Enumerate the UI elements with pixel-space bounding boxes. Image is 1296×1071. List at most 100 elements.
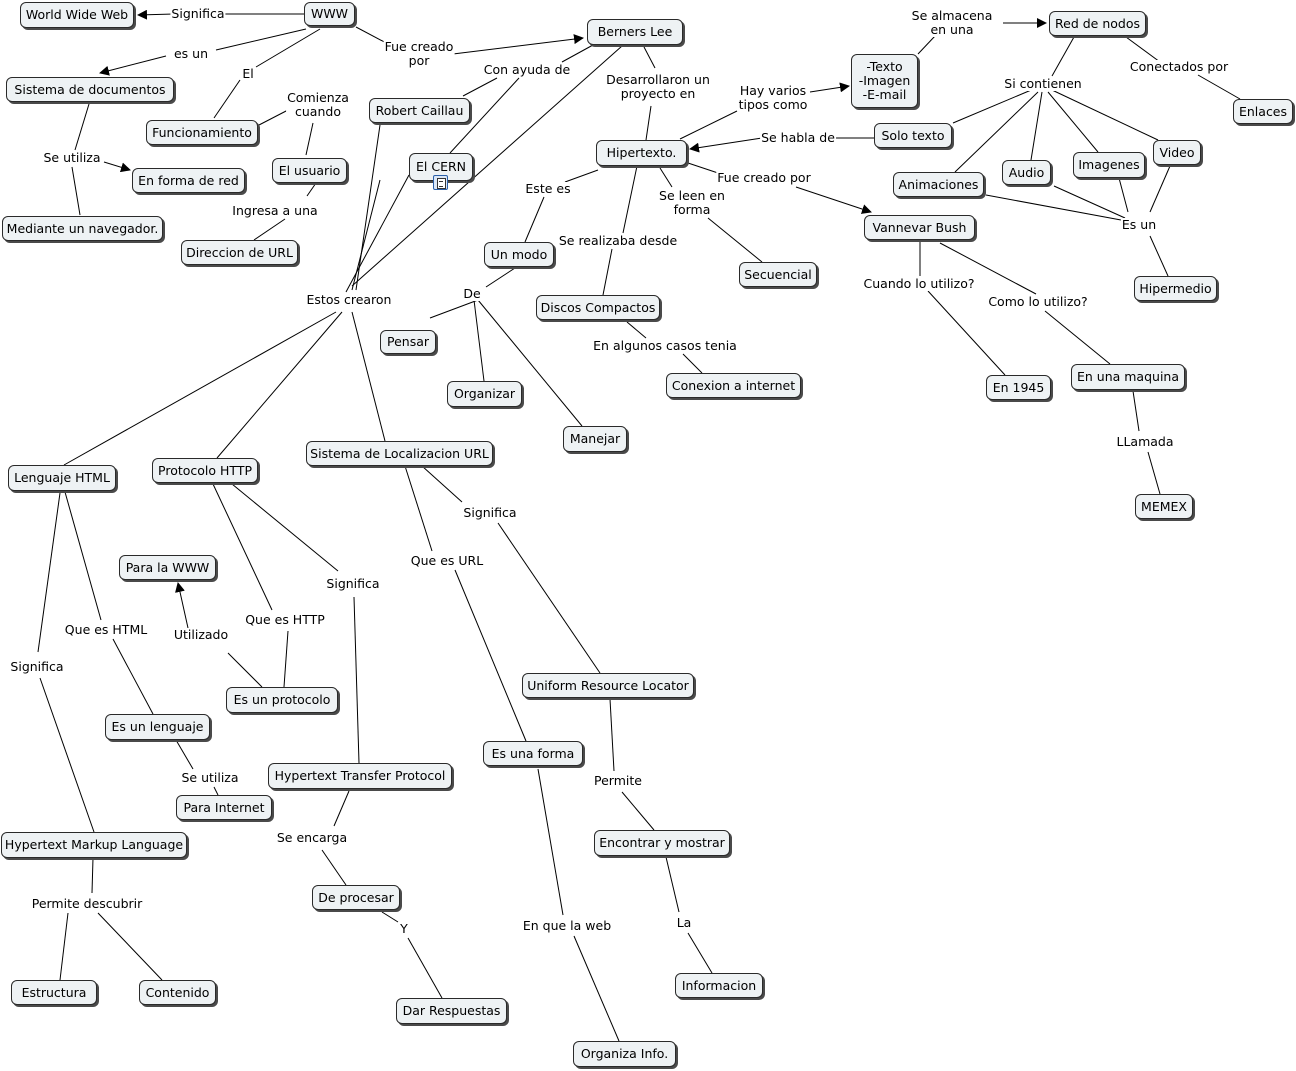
connector-40 <box>985 194 1122 221</box>
connector-82 <box>213 786 219 796</box>
link-label-permite-descubrir: Permite descubrir <box>30 896 144 911</box>
connector-20 <box>954 91 1039 173</box>
connector-48 <box>927 290 1006 376</box>
connector-36 <box>659 167 673 188</box>
connector-26 <box>258 109 289 126</box>
connector-50 <box>473 299 485 382</box>
link-label-se-realizaba-desde: Se realizaba desde <box>557 233 679 248</box>
node-sistema-de-localizacion-url[interactable]: Sistema de Localizacion URL <box>306 441 493 466</box>
connector-2 <box>215 28 307 51</box>
node-estructura[interactable]: Estructura <box>11 980 97 1005</box>
connector-87 <box>91 857 94 894</box>
connector-88 <box>59 912 69 981</box>
node-vannevar-bush[interactable]: Vannevar Bush <box>864 215 975 240</box>
connector-lines <box>37 9 1241 1042</box>
node-animaciones[interactable]: Animaciones <box>893 172 984 197</box>
link-label-en-algunos-casos-tenia: En algunos casos tenia <box>592 338 738 353</box>
connector-44 <box>1149 235 1169 277</box>
node-www[interactable]: WWW <box>304 2 355 26</box>
node-manejar[interactable]: Manejar <box>563 426 627 452</box>
node-hypertext-markup-language[interactable]: Hypertext Markup Language <box>1 832 187 858</box>
node-funcionamiento[interactable]: Funcionamiento <box>146 120 258 145</box>
node-para-internet[interactable]: Para Internet <box>176 795 272 820</box>
connector-61 <box>939 242 1037 295</box>
link-label-es-un: es un <box>172 46 210 61</box>
link-label-se-leen-en-forma: Se leen en forma <box>658 188 726 217</box>
node-uniform-resource-locator[interactable]: Uniform Resource Locator <box>522 673 694 698</box>
node-en-forma-de-red[interactable]: En forma de red <box>132 168 245 193</box>
node-informacion[interactable]: Informacion <box>675 973 763 998</box>
node-encontrar-y-mostrar[interactable]: Encontrar y mostrar <box>594 830 730 856</box>
link-label-se-utiliza-internet: Se utiliza <box>180 770 240 785</box>
connector-85 <box>333 790 350 827</box>
node-contenido[interactable]: Contenido <box>139 980 216 1005</box>
node-mediante-un-navegador[interactable]: Mediante un navegador. <box>2 216 163 241</box>
connector-17 <box>1125 36 1161 63</box>
node-organiza-info[interactable]: Organiza Info. <box>573 1041 676 1067</box>
node-dar-respuestas[interactable]: Dar Respuestas <box>396 998 507 1024</box>
node-conexion-a-internet[interactable]: Conexion a internet <box>666 373 801 398</box>
link-label-es-un-hipermedio: Es un <box>1120 217 1158 232</box>
link-label-llamada: LLamada <box>1115 434 1175 449</box>
connector-51 <box>477 299 583 427</box>
node-lenguaje-html[interactable]: Lenguaje HTML <box>8 465 116 491</box>
node-red-de-nodos[interactable]: Red de nodos <box>1049 11 1146 36</box>
link-label-conectados-por: Conectados por <box>1128 59 1230 74</box>
connector-4 <box>255 28 321 68</box>
node-memex[interactable]: MEMEX <box>1135 494 1193 519</box>
connector-34 <box>687 162 719 174</box>
connector-25 <box>305 122 314 156</box>
node-hypertext-transfer-protocol[interactable]: Hypertext Transfer Protocol <box>268 763 452 789</box>
link-label-se-encarga: Se encarga <box>275 830 349 845</box>
node-hipermedio[interactable]: Hipermedio <box>1134 276 1217 301</box>
connector-46 <box>602 248 613 296</box>
connector-69 <box>404 465 433 552</box>
node-en-1945[interactable]: En 1945 <box>986 375 1051 400</box>
connector-38 <box>306 182 317 197</box>
connector-10 <box>561 44 594 63</box>
node-secuencial[interactable]: Secuencial <box>739 262 817 287</box>
node-texto-imagen-email[interactable]: -Texto -Imagen -E-mail <box>851 54 918 108</box>
node-pensar[interactable]: Pensar <box>380 330 436 354</box>
link-label-como-lo-utilizo: Como lo utilizo? <box>987 294 1089 309</box>
node-video[interactable]: Video <box>1153 140 1201 165</box>
connector-49 <box>429 299 479 319</box>
connector-93 <box>573 935 620 1042</box>
connector-83 <box>609 698 615 772</box>
node-world-wide-web[interactable]: World Wide Web <box>20 2 134 28</box>
node-es-un-protocolo[interactable]: Es un protocolo <box>226 687 338 713</box>
node-de-procesar[interactable]: De procesar <box>312 885 400 910</box>
node-en-una-maquina[interactable]: En una maquina <box>1071 364 1185 390</box>
node-organizar[interactable]: Organizar <box>447 381 522 407</box>
node-imagenes[interactable]: Imagenes <box>1073 152 1145 178</box>
link-label-fue-creado-por-bush: Fue creado por <box>716 170 812 185</box>
node-sistema-de-documentos[interactable]: Sistema de documentos <box>6 77 174 102</box>
node-solo-texto[interactable]: Solo texto <box>874 123 952 148</box>
connector-95 <box>407 937 443 999</box>
node-es-una-forma[interactable]: Es una forma <box>483 741 583 766</box>
link-label-en-que-la-web: En que la web <box>521 918 613 933</box>
link-label-la: La <box>675 915 693 930</box>
node-robert-caillau[interactable]: Robert Caillau <box>369 98 470 123</box>
connector-18 <box>1197 74 1241 100</box>
document-icon[interactable] <box>433 175 448 190</box>
node-un-modo[interactable]: Un modo <box>484 242 554 267</box>
node-berners-lee[interactable]: Berners Lee <box>587 19 683 45</box>
node-discos-compactos[interactable]: Discos Compactos <box>536 295 660 320</box>
connector-86 <box>321 849 347 886</box>
node-para-la-www[interactable]: Para la WWW <box>119 555 216 580</box>
connector-92 <box>537 768 564 916</box>
link-label-ingresa-a-una: Ingresa a una <box>231 203 319 218</box>
link-label-permite: Permite <box>593 773 643 788</box>
connector-21 <box>1030 91 1043 161</box>
connector-66 <box>1147 451 1161 495</box>
node-enlaces[interactable]: Enlaces <box>1233 99 1293 124</box>
node-es-un-lenguaje[interactable]: Es un lenguaje <box>105 714 210 740</box>
node-protocolo-http[interactable]: Protocolo HTTP <box>152 458 258 483</box>
node-audio[interactable]: Audio <box>1002 160 1051 185</box>
node-hipertexto[interactable]: Hipertexto. <box>596 140 687 166</box>
connector-64 <box>682 353 703 374</box>
node-direccion-de-url[interactable]: Direccion de URL <box>181 240 298 265</box>
connector-24 <box>952 87 1037 124</box>
node-el-usuario[interactable]: El usuario <box>272 158 347 183</box>
